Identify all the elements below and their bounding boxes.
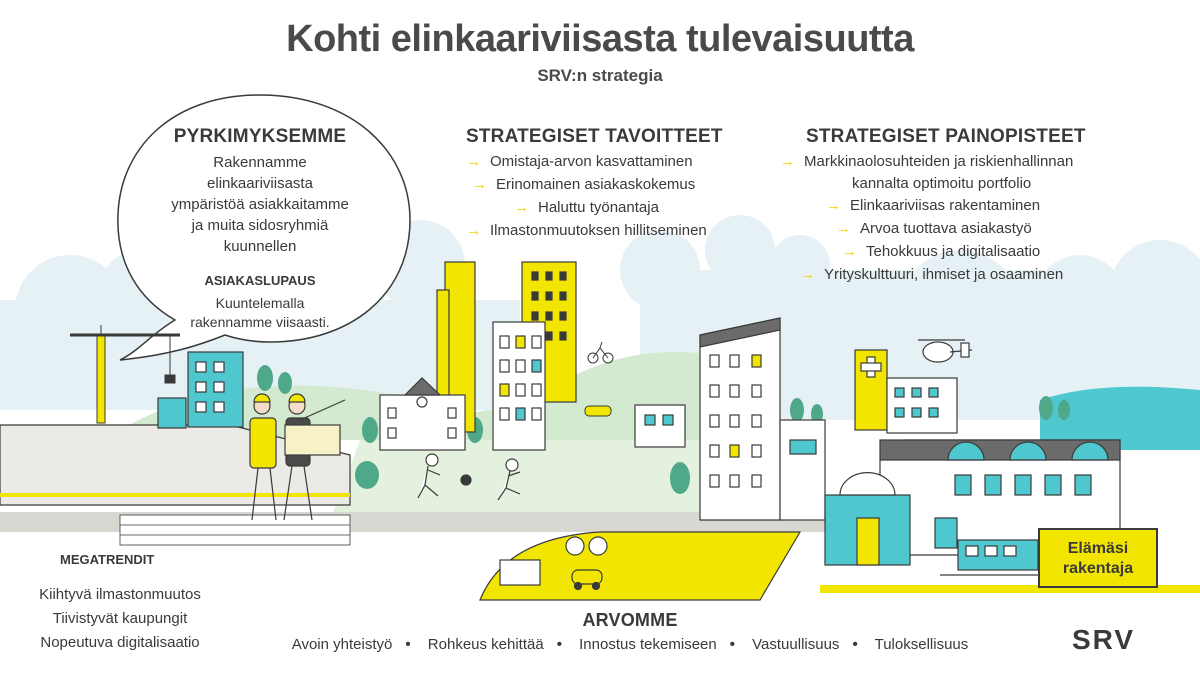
speech-bubble bbox=[117, 94, 411, 361]
megatrend-item: Nopeutuva digitalisaatio bbox=[40, 634, 200, 651]
focus-label: Markkinaolosuhteiden ja riskienhallinnan bbox=[804, 153, 1074, 170]
aim-line: elinkaariviisasta bbox=[207, 175, 313, 192]
aim-line: ympäristöä asiakkaitamme bbox=[171, 196, 349, 213]
goals-list: →Omistaja-arvon kasvattaminen →Erinomain… bbox=[466, 150, 766, 242]
promise-line: rakennamme viisaasti. bbox=[190, 314, 330, 330]
focus-heading: STRATEGISET PAINOPISTEET bbox=[806, 126, 1086, 147]
tram bbox=[940, 539, 1040, 576]
value-item: Tuloksellisuus bbox=[874, 636, 969, 653]
focus-item: → Arvoa tuottava asiakastyö bbox=[780, 217, 1140, 240]
values-heading: ARVOMME bbox=[582, 610, 678, 630]
arrow-right-icon: → bbox=[842, 243, 857, 260]
arrow-right-icon: → bbox=[472, 176, 487, 193]
arrow-right-icon: → bbox=[826, 197, 841, 214]
arrow-right-icon: → bbox=[514, 199, 529, 216]
focus-label: Tehokkuus ja digitalisaatio bbox=[866, 243, 1041, 260]
school-building bbox=[379, 377, 466, 451]
slogan-line: Elämäsi bbox=[1067, 540, 1129, 557]
goal-label: Haluttu työnantaja bbox=[538, 199, 659, 216]
goal-label: Erinomainen asiakaskokemus bbox=[496, 176, 696, 193]
brick-foundation bbox=[119, 514, 351, 546]
megatrends-heading: MEGATRENDIT bbox=[60, 552, 155, 567]
focus-label: Yrityskulttuuri, ihmiset ja osaaminen bbox=[824, 266, 1064, 283]
arrow-right-icon: → bbox=[836, 220, 851, 237]
crane bbox=[70, 325, 180, 424]
focus-item: → Yrityskulttuuri, ihmiset ja osaaminen bbox=[780, 263, 1140, 286]
people-playing bbox=[417, 453, 521, 501]
focus-item-continued: kannalta optimoitu portfolio bbox=[780, 173, 1140, 194]
goal-label: Omistaja-arvon kasvattaminen bbox=[490, 153, 693, 170]
bullet-dot-icon: • bbox=[729, 636, 735, 653]
goal-label: Ilmastonmuutoksen hillitseminen bbox=[490, 222, 707, 239]
value-item: Avoin yhteistyö bbox=[291, 636, 393, 653]
arrow-right-icon: → bbox=[466, 222, 481, 239]
aim-text: Rakennamme elinkaariviisasta ympäristöä … bbox=[140, 152, 380, 257]
arrow-right-icon: → bbox=[800, 266, 815, 283]
slogan-line: rakentaja bbox=[1062, 560, 1134, 577]
megatrend-item: Kiihtyvä ilmastonmuutos bbox=[39, 586, 201, 603]
megatrend-item: Tiivistyvät kaupungit bbox=[52, 610, 188, 627]
megatrends-list: Kiihtyvä ilmastonmuutos Tiivistyvät kaup… bbox=[0, 583, 240, 655]
promise-line: Kuuntelemalla bbox=[215, 295, 305, 311]
teal-building bbox=[157, 351, 244, 429]
yellow-car bbox=[584, 405, 612, 417]
helicopter bbox=[918, 339, 973, 363]
page-title: Kohti elinkaariviisasta tulevaisuutta bbox=[286, 18, 914, 60]
road-curb bbox=[820, 585, 1200, 593]
focus-item: → Markkinaolosuhteiden ja riskienhallinna… bbox=[780, 150, 1140, 173]
promise-heading: ASIAKASLUPAUS bbox=[204, 273, 316, 288]
goal-item: → Haluttu työnantaja bbox=[466, 196, 766, 219]
bullet-dot-icon: • bbox=[405, 636, 411, 653]
aim-line: ja muita sidosryhmiä bbox=[191, 217, 329, 234]
small-house bbox=[634, 404, 686, 448]
focus-list: → Markkinaolosuhteiden ja riskienhallinna… bbox=[780, 150, 1140, 286]
focus-label: Elinkaariviisas rakentaminen bbox=[850, 197, 1041, 214]
apartment-center bbox=[492, 321, 546, 451]
arrow-right-icon: → bbox=[466, 153, 481, 170]
cyclist bbox=[587, 341, 614, 364]
building-right bbox=[824, 439, 1121, 566]
value-item: Innostus tekemiseen bbox=[579, 636, 717, 653]
sea bbox=[1040, 386, 1200, 450]
value-item: Vastuullisuus bbox=[752, 636, 840, 653]
srv-logo: SRV bbox=[1072, 624, 1136, 655]
focus-label: Arvoa tuottava asiakastyö bbox=[860, 220, 1032, 237]
goal-item: → Erinomainen asiakaskokemus bbox=[466, 173, 766, 196]
goal-item: → Omistaja-arvon kasvattaminen bbox=[466, 150, 766, 173]
focus-item: → Elinkaariviisas rakentaminen bbox=[780, 194, 1140, 217]
promise-text: Kuuntelemalla rakennamme viisaasti. bbox=[150, 294, 370, 332]
construction-workers bbox=[249, 393, 346, 521]
white-tower bbox=[699, 317, 826, 521]
goal-item: → Ilmastonmuutoksen hillitseminen bbox=[466, 219, 766, 242]
bullet-dot-icon: • bbox=[852, 636, 858, 653]
aim-heading: PYRKIMYKSEMME bbox=[173, 126, 347, 147]
goals-heading: STRATEGISET TAVOITTEET bbox=[466, 126, 723, 147]
aim-line: Rakennamme bbox=[213, 154, 307, 171]
bullet-dot-icon: • bbox=[556, 636, 562, 653]
arrow-right-icon: → bbox=[780, 153, 795, 170]
hospital-building bbox=[854, 349, 958, 434]
aim-line: kuunnellen bbox=[223, 238, 297, 255]
values-list: Avoin yhteistyö • Rohkeus kehittää • Innos… bbox=[240, 636, 1020, 653]
tunnel bbox=[479, 531, 802, 601]
page-subtitle: SRV:n strategia bbox=[537, 66, 663, 85]
slogan-badge: Elämäsi rakentaja bbox=[1038, 528, 1158, 588]
focus-label: kannalta optimoitu portfolio bbox=[852, 175, 1032, 192]
trees-left bbox=[257, 365, 1070, 494]
focus-item: → Tehokkuus ja digitalisaatio bbox=[780, 240, 1140, 263]
value-item: Rohkeus kehittää bbox=[427, 636, 544, 653]
